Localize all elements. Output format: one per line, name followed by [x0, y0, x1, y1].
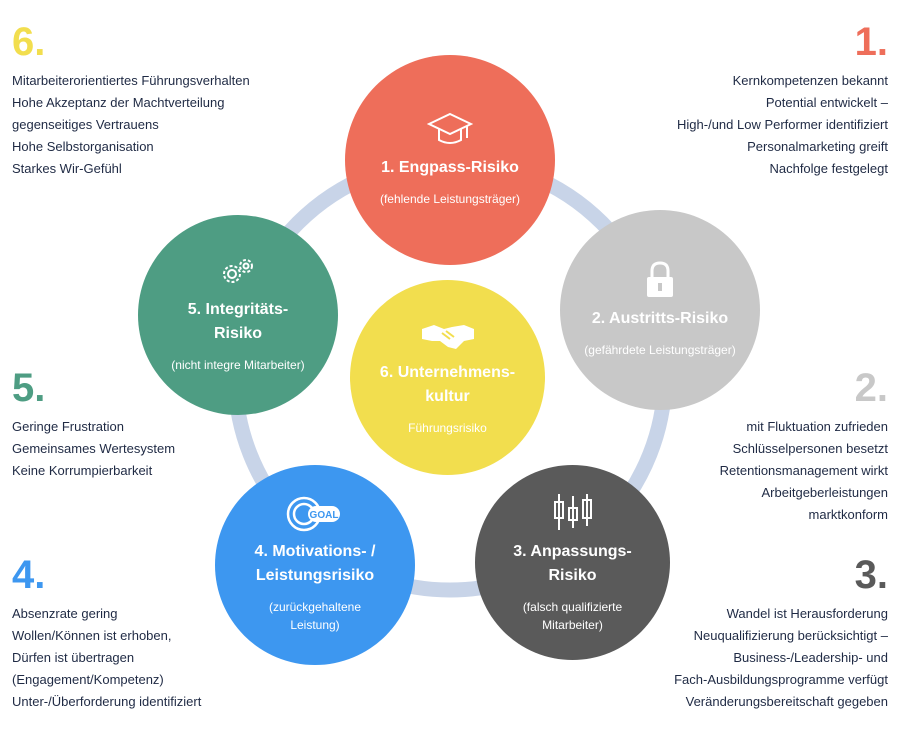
corner-6-line: gegenseitiges Vertrauens: [12, 117, 159, 132]
corner-3-line: Fach-Ausbildungsprogramme verfügt: [674, 672, 888, 687]
risk-circle-5: 5. Integritäts- Risiko (nicht integre Mi…: [138, 215, 338, 415]
corner-3-line: Wandel ist Herausforderung: [726, 606, 888, 621]
corner-2: 2. mit Fluktuation zufrieden Schlüsselpe…: [720, 368, 888, 526]
corner-4-list: Absenzrate gering Wollen/Können ist erho…: [12, 603, 201, 713]
corner-3-line: Neuqualifizierung berücksichtigt –: [693, 628, 888, 643]
graduation-cap-icon: [427, 112, 473, 144]
corner-4-number: 4.: [12, 553, 46, 597]
risk-circle-4-subtitle: (zurückgehaltene Leistung): [269, 598, 361, 634]
risk-circle-6-title-line: 6. Unternehmens-: [379, 363, 516, 381]
risk-circle-3-title-line: 3. Anpassungs-: [513, 542, 632, 560]
corner-6-list: Mitarbeiterorientiertes Führungsverhalte…: [12, 70, 250, 180]
risk-circle-5-subtitle: (nicht integre Mitarbeiter): [171, 358, 305, 372]
handshake-icon: [421, 324, 474, 349]
corner-2-number: 2.: [854, 366, 888, 410]
risk-circle-2: 2. Austritts-Risiko (gefährdete Leistung…: [560, 210, 760, 410]
risk-circle-3-title: 3. Anpassungs- Risiko: [513, 540, 632, 588]
risk-circle-3-subtitle: (falsch qualifizierte Mitarbeiter): [523, 598, 622, 634]
risk-circle-5-title: 5. Integritäts- Risiko: [188, 298, 288, 346]
risk-circle-2-title: 2. Austritts-Risiko: [591, 310, 729, 327]
risk-circle-4-title-line: 4. Motivations- /: [254, 543, 376, 560]
risk-circle-4-title: 4. Motivations- / Leistungsrisiko: [255, 540, 376, 588]
risk-circle-3: 3. Anpassungs- Risiko (falsch qualifizie…: [475, 465, 670, 660]
corner-5-line: Keine Korrumpierbarkeit: [12, 463, 153, 478]
corner-5-number: 5.: [12, 366, 46, 410]
corner-6-line: Starkes Wir-Gefühl: [12, 161, 122, 176]
risk-circle-4: GOAL 4. Motivations- / Leistungsrisiko (…: [215, 465, 415, 665]
corner-6-line: Mitarbeiterorientiertes Führungsverhalte…: [12, 73, 250, 88]
corner-1-line: Nachfolge festgelegt: [769, 161, 888, 176]
risk-circle-1: 1. Engpass-Risiko (fehlende Leistungsträ…: [345, 55, 555, 265]
corner-1-line: High-/und Low Performer identifiziert: [677, 117, 888, 132]
corner-4-line: Dürfen ist übertragen: [12, 650, 135, 665]
goal-label: GOAL: [310, 510, 339, 521]
corner-6: 6. Mitarbeiterorientiertes Führungsverha…: [12, 22, 250, 180]
corner-5: 5. Geringe Frustration Gemeinsames Werte…: [12, 368, 175, 482]
risk-circle-6-title: 6. Unternehmens- kultur: [380, 361, 515, 409]
risk-circle-5-title-line: Risiko: [213, 325, 262, 342]
corner-6-line: Hohe Akzeptanz der Machtverteilung: [12, 95, 225, 110]
risk-circle-1-title: 1. Engpass-Risiko: [381, 159, 519, 176]
corner-1-line: Personalmarketing greift: [747, 139, 888, 154]
lock-icon: [647, 261, 673, 297]
corner-4: 4. Absenzrate gering Wollen/Können ist e…: [12, 555, 201, 713]
risk-circle-6-title-line: kultur: [425, 387, 470, 405]
corner-6-line: Hohe Selbstorganisation: [12, 139, 154, 154]
corner-1: 1. Kernkompetenzen bekannt Potential ent…: [677, 22, 888, 180]
corner-3-line: Veränderungsbereitschaft gegeben: [685, 694, 888, 709]
corner-2-list: mit Fluktuation zufrieden Schlüsselperso…: [720, 416, 888, 526]
corner-1-line: Potential entwickelt –: [765, 95, 888, 110]
corner-2-line: Retentionsmanagement wirkt: [719, 463, 888, 478]
corner-4-line: (Engagement/Kompetenz): [12, 672, 164, 687]
gears-icon: [223, 259, 253, 283]
corner-1-number: 1.: [854, 20, 888, 64]
candlestick-icon: [553, 493, 592, 530]
corner-3-number: 3.: [854, 553, 888, 597]
corner-2-line: marktkonform: [808, 507, 888, 522]
corner-5-line: Geringe Frustration: [12, 419, 124, 434]
corner-2-line: Arbeitgeberleistungen: [761, 485, 888, 500]
corner-1-line: Kernkompetenzen bekannt: [732, 73, 888, 88]
corner-4-line: Wollen/Können ist erhoben,: [12, 628, 172, 643]
corner-4-line: Unter-/Überforderung identifiziert: [12, 694, 202, 709]
risk-circle-2-subtitle: (gefährdete Leistungsträger): [584, 343, 736, 357]
corner-3: 3. Wandel ist Herausforderung Neuqualifi…: [674, 555, 888, 713]
corner-2-line: mit Fluktuation zufrieden: [746, 419, 888, 434]
risk-circle-3-subtitle-line: Mitarbeiter): [542, 617, 603, 632]
risk-circle-4-title-line: Leistungsrisiko: [255, 567, 375, 584]
risk-circle-3-subtitle-line: (falsch qualifizierte: [522, 599, 623, 614]
corner-3-list: Wandel ist Herausforderung Neuqualifizie…: [674, 603, 888, 713]
corner-3-line: Business-/Leadership- und: [733, 650, 888, 665]
corner-1-list: Kernkompetenzen bekannt Potential entwic…: [677, 70, 888, 180]
corner-5-list: Geringe Frustration Gemeinsames Wertesys…: [12, 416, 175, 482]
corner-4-line: Absenzrate gering: [12, 606, 118, 621]
risk-circle-4-subtitle-line: (zurückgehaltene: [268, 600, 362, 614]
risk-circle-4-subtitle-line: Leistung): [290, 618, 340, 632]
corner-2-line: Schlüsselpersonen besetzt: [732, 441, 888, 456]
goal-target-icon: GOAL: [286, 496, 340, 532]
risk-circle-5-title-line: 5. Integritäts-: [187, 301, 289, 318]
risk-circle-6-subtitle: Führungsrisiko: [408, 420, 487, 435]
risk-circle-6: 6. Unternehmens- kultur Führungsrisiko: [350, 280, 545, 475]
corner-6-number: 6.: [12, 20, 46, 64]
corner-5-line: Gemeinsames Wertesystem: [12, 441, 176, 456]
risk-circle-3-title-line: Risiko: [548, 566, 597, 584]
risk-circle-1-subtitle: (fehlende Leistungsträger): [379, 192, 521, 206]
